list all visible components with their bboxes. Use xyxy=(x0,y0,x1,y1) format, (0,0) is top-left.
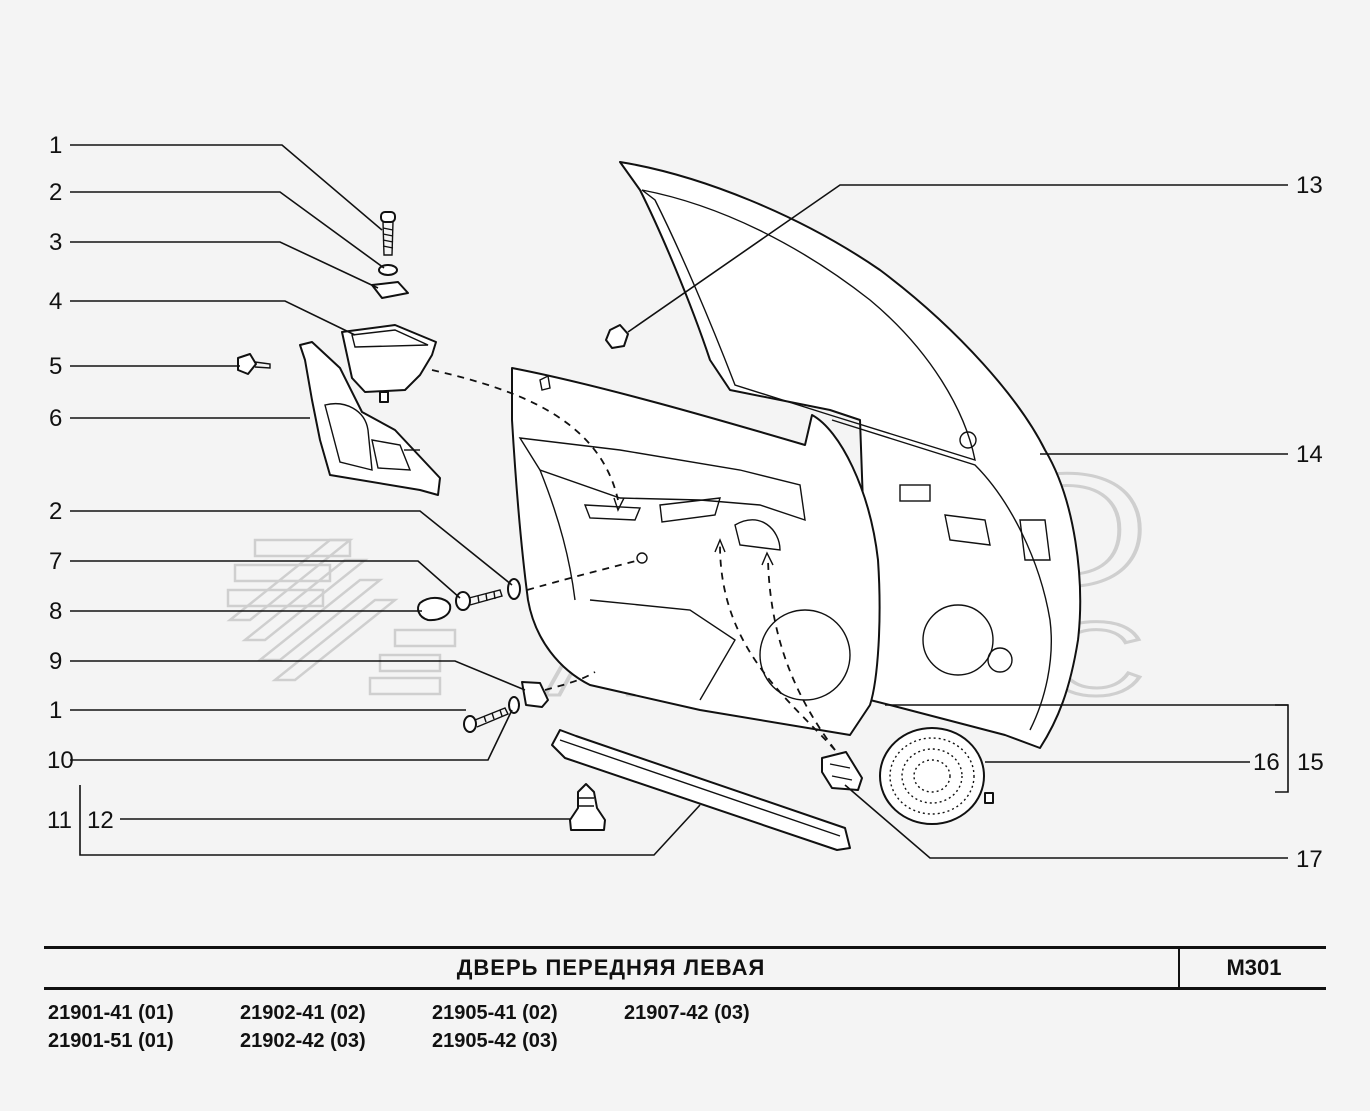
leader-lines xyxy=(70,144,1289,859)
armrest-washer xyxy=(508,696,520,714)
callout-11: 11 xyxy=(47,807,72,834)
callout-14: 14 xyxy=(1296,441,1323,468)
lock-rod-clip xyxy=(821,751,863,791)
callout-8: 8 xyxy=(49,598,62,625)
armrest-screw xyxy=(463,707,509,733)
door-trim-panel xyxy=(511,367,881,736)
callout-16: 16 xyxy=(1253,749,1280,776)
model-code: 21901-41 (01) xyxy=(48,1002,174,1024)
callout-5: 5 xyxy=(49,353,62,380)
handle-cup xyxy=(341,324,437,403)
trim-screw xyxy=(455,589,503,611)
callout-6: 6 xyxy=(49,405,62,432)
callout-7: 7 xyxy=(49,548,62,575)
plastic-clip xyxy=(569,783,606,831)
callout-13: 13 xyxy=(1296,172,1323,199)
model-code: 21907-42 (03) xyxy=(624,1002,750,1024)
model-code: 21901-51 (01) xyxy=(48,1030,174,1052)
model-code: 21902-42 (03) xyxy=(240,1030,366,1052)
diagram-code: М301 xyxy=(1178,949,1328,987)
callout-3: 3 xyxy=(49,229,62,256)
door-seal xyxy=(551,729,851,851)
handle-bracket xyxy=(299,341,441,496)
callout-12: 12 xyxy=(87,807,114,834)
clip-plate xyxy=(371,281,409,299)
callout-2-bottom: 2 xyxy=(49,498,62,525)
callout-9: 9 xyxy=(49,648,62,675)
callout-4: 4 xyxy=(49,288,62,315)
model-code: 21905-42 (03) xyxy=(432,1030,558,1052)
model-code: 21902-41 (02) xyxy=(240,1002,366,1024)
callout-10: 10 xyxy=(47,747,74,774)
title-bar: ДВЕРЬ ПЕРЕДНЯЯ ЛЕВАЯ М301 xyxy=(44,946,1326,990)
callout-1-top: 1 xyxy=(49,132,62,159)
diagram-title: ДВЕРЬ ПЕРЕДНЯЯ ЛЕВАЯ xyxy=(456,955,766,980)
lower-washer xyxy=(507,578,521,600)
callout-17: 17 xyxy=(1296,846,1323,873)
frame-clip xyxy=(605,324,629,349)
callout-15: 15 xyxy=(1297,749,1324,776)
callout-2-top: 2 xyxy=(49,179,62,206)
upper-screw xyxy=(380,211,396,256)
plug xyxy=(417,597,452,622)
door-frame xyxy=(619,161,1082,749)
model-list: 21901-41 (01) 21902-41 (02) 21905-41 (02… xyxy=(48,1000,948,1060)
speaker-grille xyxy=(879,727,994,825)
armrest-bracket xyxy=(521,681,549,708)
callout-numbers: 1 2 3 4 5 6 2 7 8 9 1 10 11 12 13 14 16 … xyxy=(47,132,1324,873)
assembly-arrows xyxy=(431,369,836,751)
model-code: 21905-41 (02) xyxy=(432,1002,558,1024)
bracket-bolt xyxy=(237,353,271,375)
callout-1-bottom: 1 xyxy=(49,697,62,724)
